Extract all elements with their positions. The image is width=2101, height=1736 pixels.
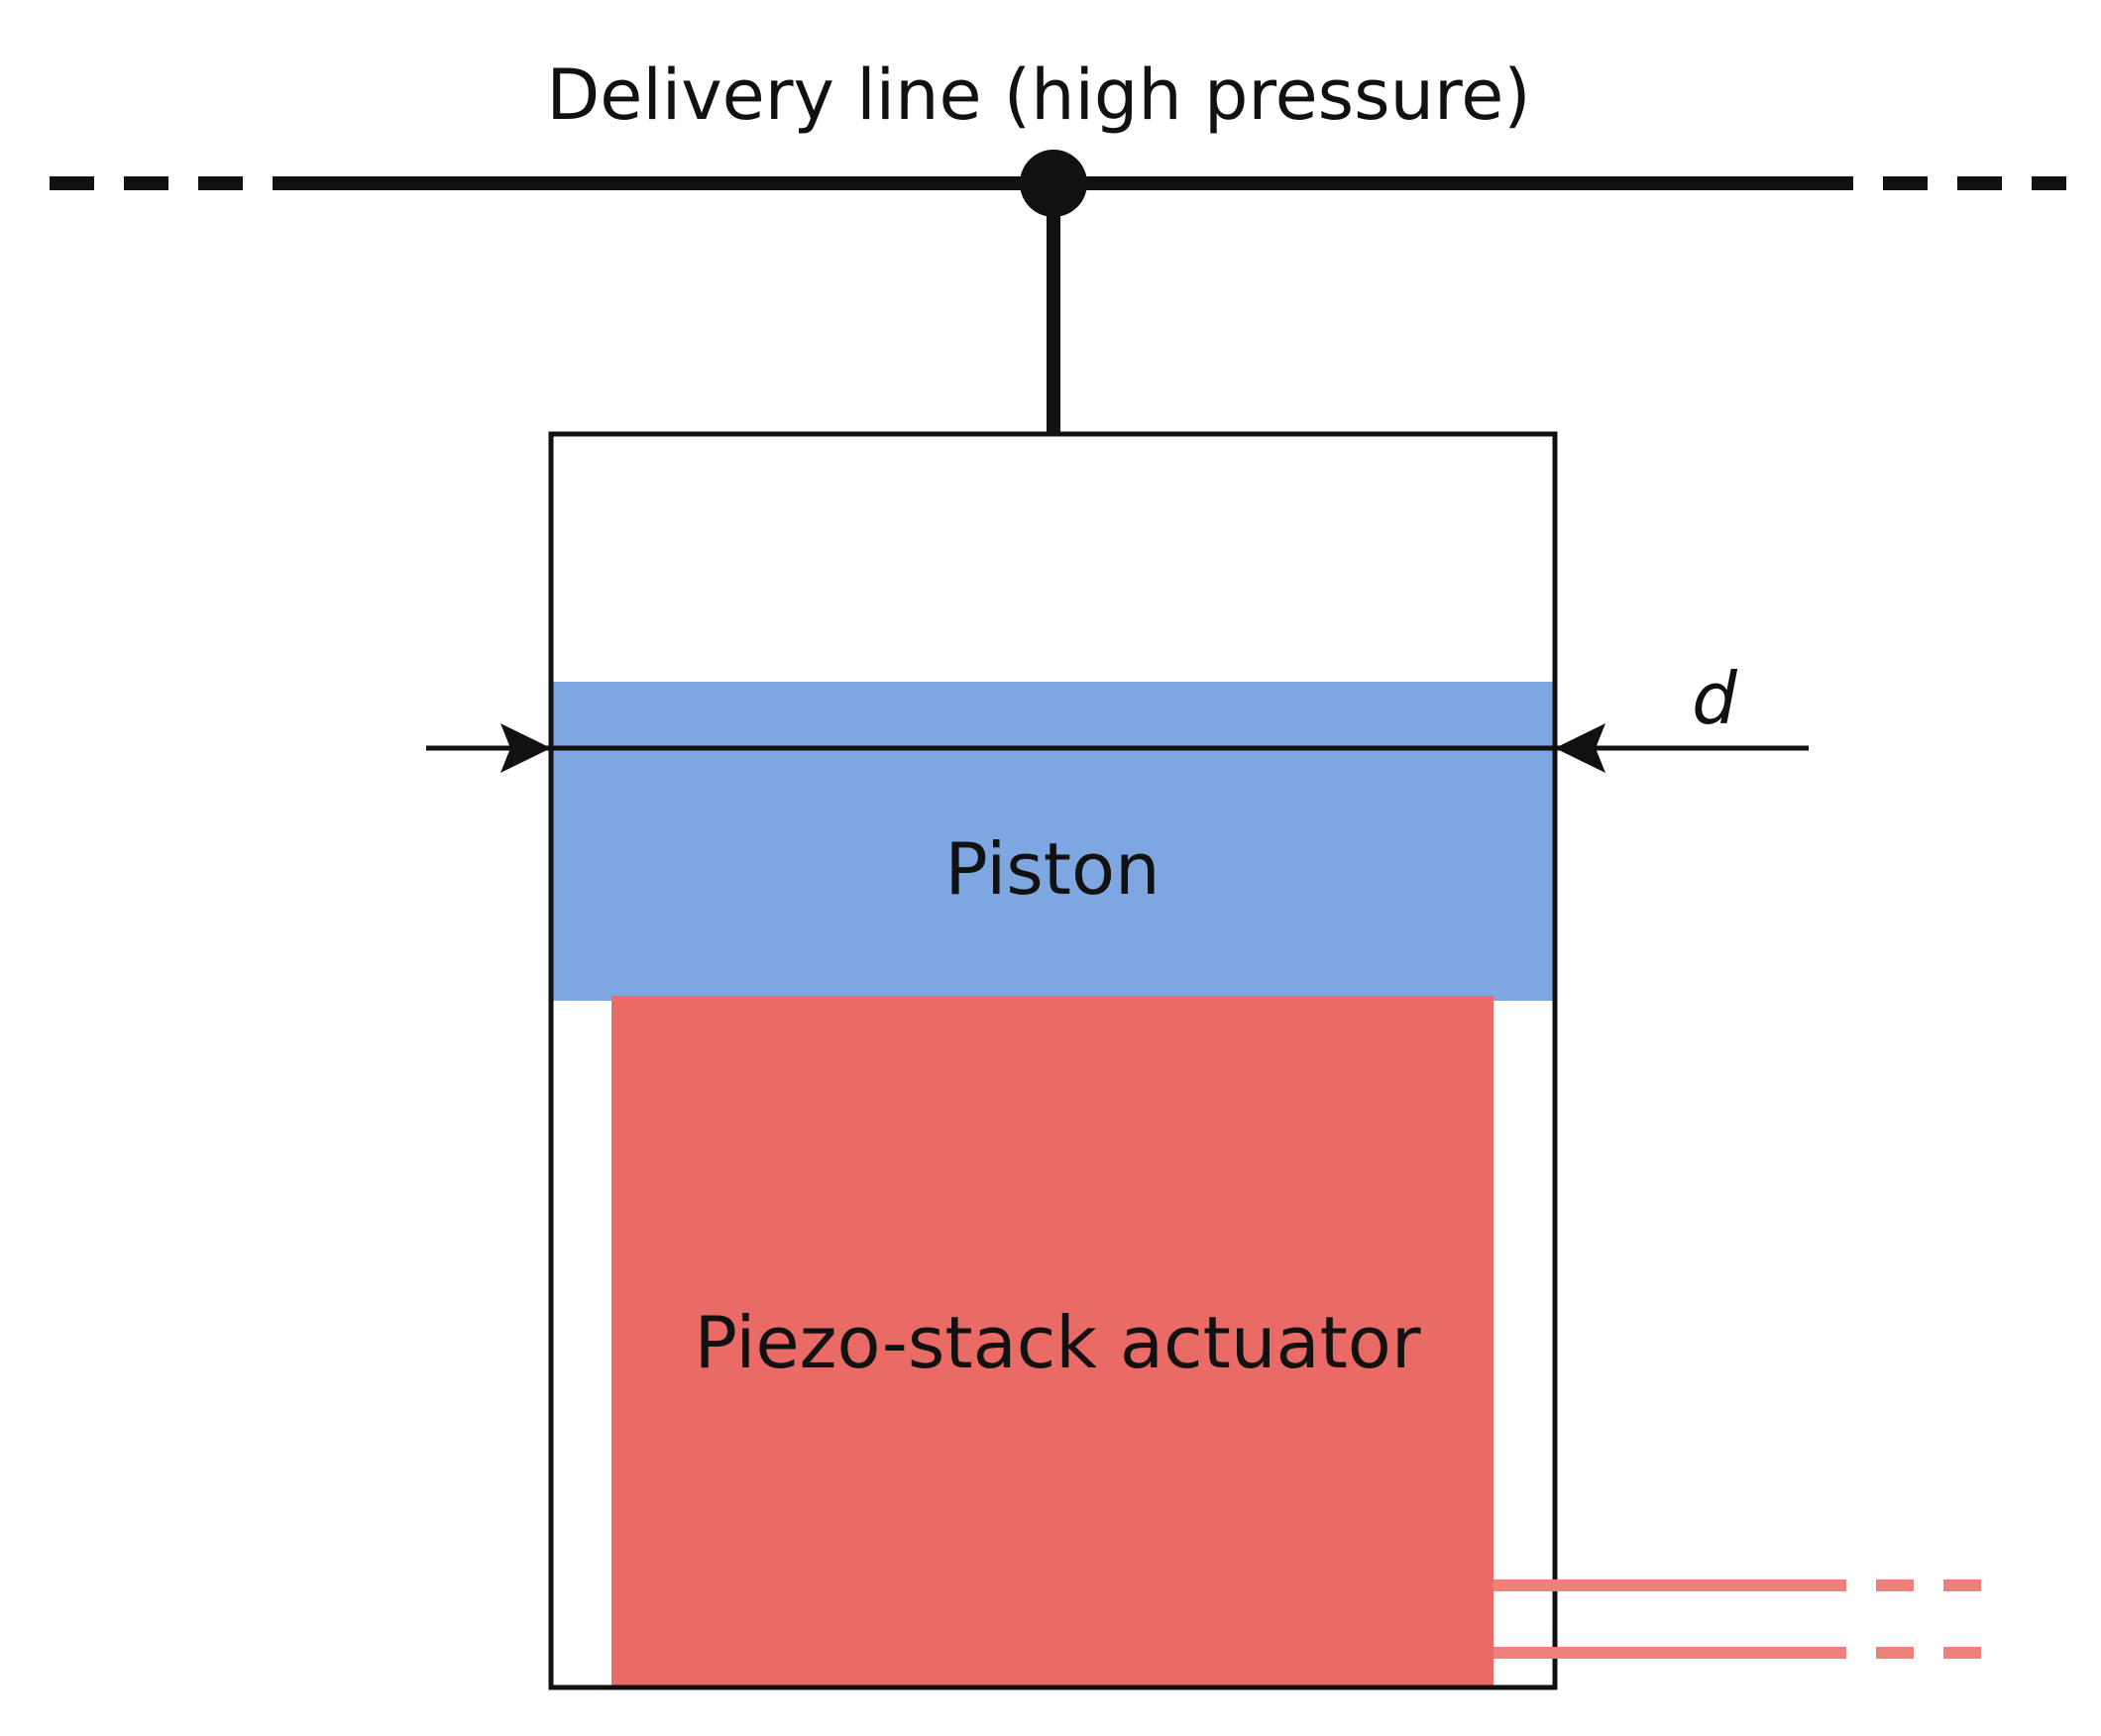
cylinder-outline [548, 431, 1558, 1690]
actuator-wires [1493, 1579, 1997, 1659]
dimension-d [426, 723, 1809, 773]
piezo-stack-actuator [611, 996, 1493, 1687]
piston [553, 682, 1553, 1001]
delivery-line-label: Delivery line (high pressure) [546, 54, 1530, 136]
delivery-line [50, 150, 2066, 436]
dimension-arrow-right-icon [1555, 723, 1605, 773]
piston-label: Piston [944, 827, 1160, 911]
dimension-arrow-left-icon [500, 723, 551, 773]
actuator-label: Piezo-stack actuator [695, 1301, 1421, 1384]
dimension-label: d [1692, 657, 1738, 740]
